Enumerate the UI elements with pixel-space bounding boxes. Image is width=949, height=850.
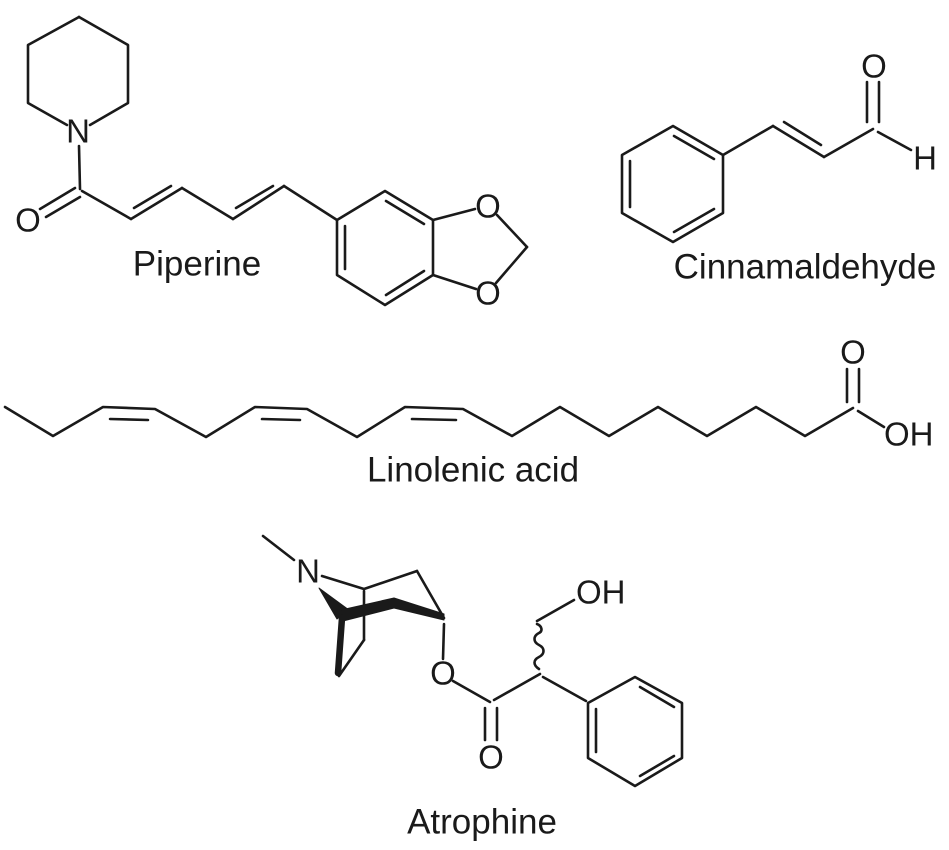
tropane-ring	[261, 534, 446, 678]
bond-line	[431, 207, 477, 222]
bond-line	[282, 184, 339, 222]
ring-bond	[335, 189, 435, 307]
double-bond-inner-line	[672, 134, 716, 161]
bond-line	[822, 127, 875, 159]
double-bond-inner-line	[638, 754, 676, 778]
bond-line	[495, 213, 529, 249]
wedge-bond	[334, 614, 346, 677]
bond-line	[721, 124, 775, 157]
bond-line	[180, 186, 235, 221]
bond-line	[451, 679, 492, 704]
linolenic-acid-name-label: Linolenic acid	[367, 451, 579, 490]
double-bond-inner-line	[782, 120, 823, 147]
double-bond-inner-line	[672, 207, 716, 234]
double-bond-line	[231, 184, 286, 221]
piperine-nitrogen-label: N	[66, 113, 90, 150]
ring-bond	[77, 15, 130, 127]
bond-line	[492, 672, 542, 702]
double-bond-inner-line	[132, 184, 173, 210]
piperine-name-label: Piperine	[133, 245, 261, 284]
aldehyde-hydrogen-label: H	[913, 140, 937, 177]
ring-bond	[26, 15, 81, 127]
bond-line	[535, 598, 576, 623]
carboxyl-group	[845, 367, 886, 429]
bond-line	[337, 638, 366, 678]
ester-oxygen-label: O	[430, 655, 456, 692]
hydroxymethyl-group	[533, 598, 576, 671]
wedge-bond	[340, 597, 445, 622]
linolenic-acid-molecule: O OH Linolenic acid	[3, 334, 934, 490]
double-bond-inner-line	[384, 199, 426, 226]
double-bond-inner-line	[260, 417, 302, 422]
atropine-nitrogen-label: N	[296, 553, 320, 590]
bond-line	[431, 273, 478, 291]
ring-bond	[620, 124, 725, 244]
bond-line	[77, 144, 82, 191]
ring-bond	[586, 675, 684, 788]
diene-chain	[80, 184, 339, 222]
atropine-molecule: N O O OH Atrophine	[261, 534, 684, 842]
bond-line	[541, 675, 588, 703]
dioxole-top-oxygen-label: O	[475, 188, 501, 225]
aldehyde-oxygen-label: O	[861, 48, 887, 85]
double-bond-line	[38, 186, 77, 211]
fatty-acid-chain	[3, 405, 855, 439]
benzodioxole-ring	[335, 189, 529, 307]
double-bond-inner-line	[234, 184, 275, 210]
bond-line	[320, 574, 366, 591]
bond-line	[80, 189, 133, 221]
cinnamaldehyde-molecule: O H Cinnamaldehyde	[620, 48, 937, 287]
ester-carbonyl-oxygen-label: O	[478, 739, 504, 776]
wavy-bond	[533, 622, 545, 671]
piperine-molecule: N O O O Piperine	[15, 15, 529, 312]
atropine-hydroxyl-label: OH	[576, 574, 626, 611]
dioxole-bottom-oxygen-label: O	[475, 275, 501, 312]
double-bond-inner-line	[108, 417, 150, 422]
carboxyl-oxygen-label: O	[840, 334, 866, 371]
piperidine-ring	[26, 15, 130, 127]
ester-group	[441, 622, 542, 742]
propenal-chain	[721, 80, 913, 159]
carboxyl-hydroxyl-label: OH	[884, 416, 934, 453]
bond-line	[876, 130, 913, 152]
bond-line	[856, 409, 886, 429]
piperine-carbonyl-oxygen-label: O	[15, 202, 41, 239]
double-bond-line	[771, 124, 826, 159]
chain-backbone	[3, 405, 855, 439]
atropine-name-label: Atrophine	[407, 803, 557, 842]
double-bond-inner-line	[638, 685, 676, 709]
n-methyl-bond	[261, 534, 296, 562]
double-bond-line	[44, 195, 82, 219]
cinnamaldehyde-name-label: Cinnamaldehyde	[674, 248, 937, 287]
bond-line	[362, 569, 419, 591]
phenyl-ring	[620, 124, 725, 244]
bond-line	[494, 245, 529, 285]
bond-line	[441, 622, 446, 661]
phenyl-ring	[541, 675, 684, 788]
double-bond-inner-line	[384, 269, 426, 297]
double-bond-inner-line	[410, 417, 458, 422]
bond-line	[415, 569, 446, 620]
double-bond-line	[129, 186, 184, 221]
amide-group	[38, 144, 82, 219]
